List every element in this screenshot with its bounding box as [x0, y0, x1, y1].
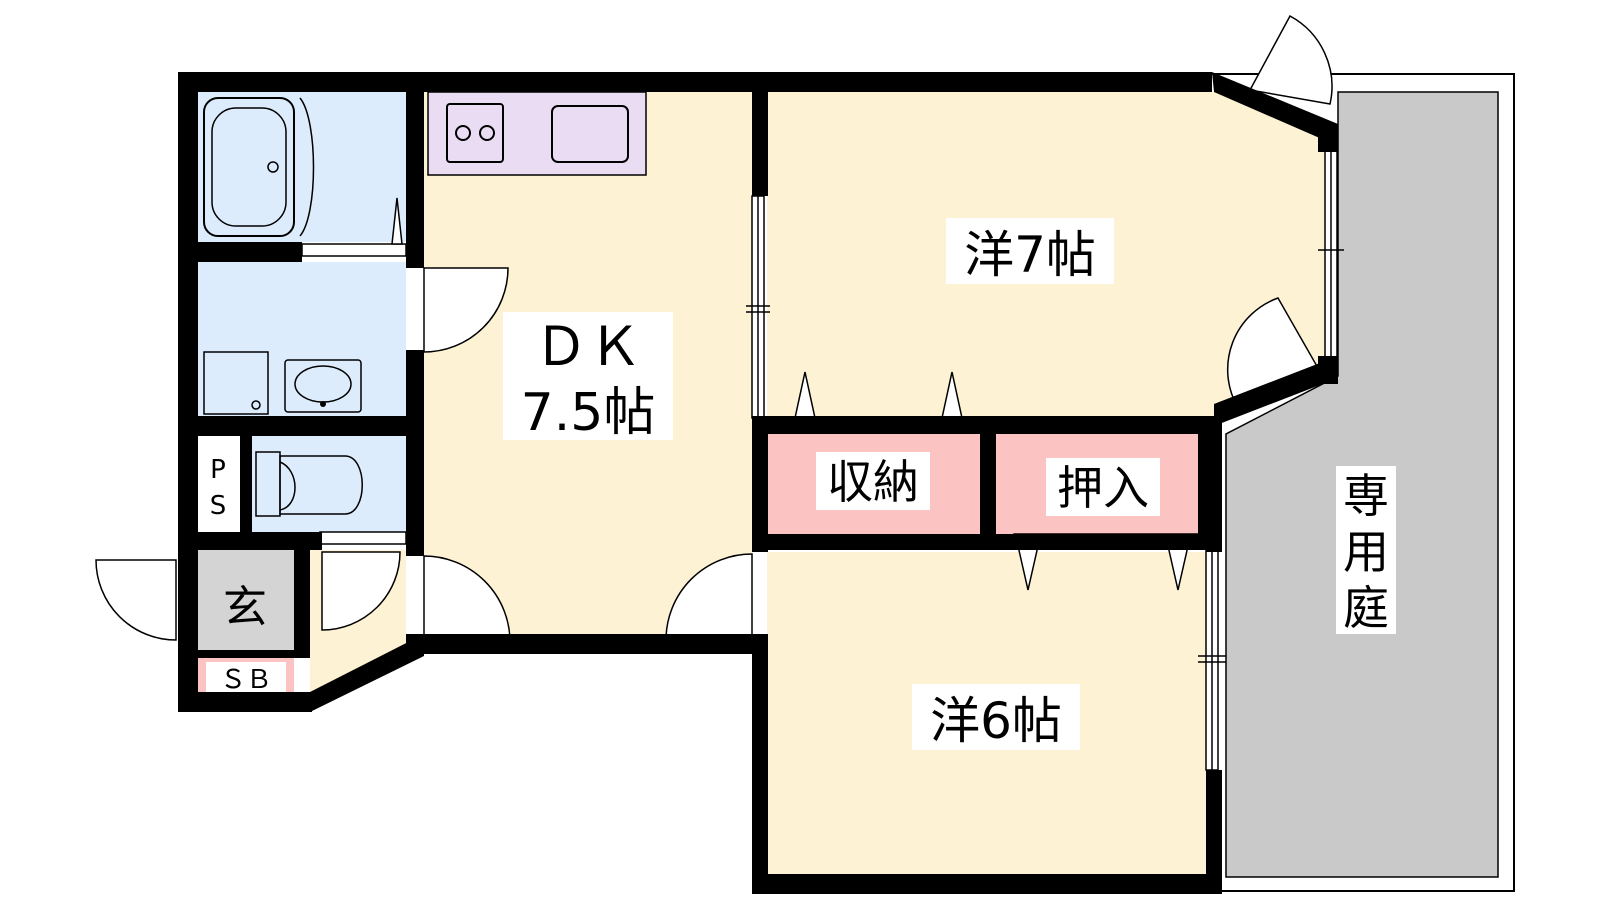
pipe-space-floor — [196, 436, 240, 532]
window-bath-sliding — [301, 243, 407, 257]
western-7-label: 洋7帖 — [964, 226, 1096, 284]
garden-label-2: 用 — [1343, 525, 1389, 579]
doors — [95, 14, 1333, 643]
sink-icon — [551, 105, 629, 163]
garden-label-3: 庭 — [1343, 581, 1389, 635]
door-balcony-side — [1227, 297, 1320, 407]
stove-icon — [446, 103, 504, 163]
door-dk-from-wash — [423, 267, 509, 353]
western-6-label: 洋6帖 — [930, 692, 1062, 750]
door-toilet — [321, 551, 401, 631]
garden-label-1: 専 — [1343, 469, 1389, 523]
walls — [178, 72, 1338, 894]
door-entrance — [95, 559, 177, 641]
bathroom-floor — [196, 92, 406, 242]
toilet-icon — [255, 451, 363, 517]
bathtub-icon — [203, 97, 315, 237]
room-labels: ＤＫ 7.5帖 洋7帖 洋6帖 収納 押入 玄 P S ＳＢ 専 用 庭 — [206, 218, 1396, 750]
window-toilet-sliding — [319, 531, 407, 545]
dk-name-label: ＤＫ — [534, 315, 642, 378]
sliding-door-marks — [391, 197, 1189, 591]
fixtures — [203, 97, 629, 517]
entrance-label: 玄 — [223, 582, 267, 633]
washing-machine-icon — [203, 351, 269, 415]
washroom-floor — [196, 262, 406, 417]
shoe-box-label: ＳＢ — [220, 665, 272, 695]
closet-label: 押入 — [1057, 461, 1149, 515]
toilet-floor — [252, 436, 406, 532]
entrance-floor — [196, 550, 294, 652]
washbasin-icon — [284, 359, 362, 413]
door-balcony-top — [1248, 14, 1333, 105]
pipe-space-p-label: P — [210, 455, 226, 485]
dk-size-label: 7.5帖 — [521, 383, 656, 443]
pipe-space-s-label: S — [210, 491, 227, 521]
storage-label: 収納 — [827, 455, 919, 509]
